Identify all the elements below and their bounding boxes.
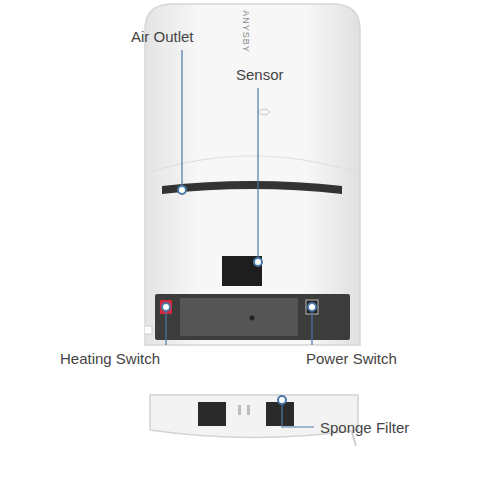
sensor-window bbox=[222, 256, 262, 286]
dryer-housing bbox=[145, 4, 360, 345]
leader-line bbox=[165, 311, 166, 345]
screw-hole bbox=[250, 316, 255, 321]
power-switch bbox=[306, 300, 318, 314]
hand-icon bbox=[258, 109, 270, 115]
heating-switch bbox=[160, 300, 172, 314]
sponge-filter-left bbox=[198, 402, 226, 426]
air-outlet-slot bbox=[162, 181, 342, 194]
recess-inner bbox=[180, 298, 298, 336]
sponge-filter-right bbox=[266, 402, 294, 426]
leader-line bbox=[181, 50, 182, 187]
leader-dot bbox=[278, 396, 286, 404]
housing-notch bbox=[145, 326, 152, 334]
filter-slot bbox=[247, 405, 250, 415]
callout-label: Air Outlet bbox=[131, 28, 194, 45]
callout-label: Sensor bbox=[236, 66, 284, 83]
leader-line bbox=[311, 311, 312, 345]
brand-text: ANYSBY bbox=[240, 2, 251, 62]
callout-label: Sponge Filter bbox=[320, 419, 409, 436]
callout-label: Heating Switch bbox=[60, 350, 160, 367]
leader-dot bbox=[178, 186, 186, 194]
leader-dot bbox=[162, 303, 170, 311]
leader-dot bbox=[254, 258, 262, 266]
filter-slot bbox=[238, 405, 241, 415]
leader-line bbox=[282, 404, 314, 427]
leader-dot bbox=[308, 303, 316, 311]
housing-seam bbox=[150, 156, 355, 172]
switch-recess bbox=[155, 294, 350, 340]
callout-label: Power Switch bbox=[306, 350, 397, 367]
leader-line bbox=[257, 88, 258, 258]
